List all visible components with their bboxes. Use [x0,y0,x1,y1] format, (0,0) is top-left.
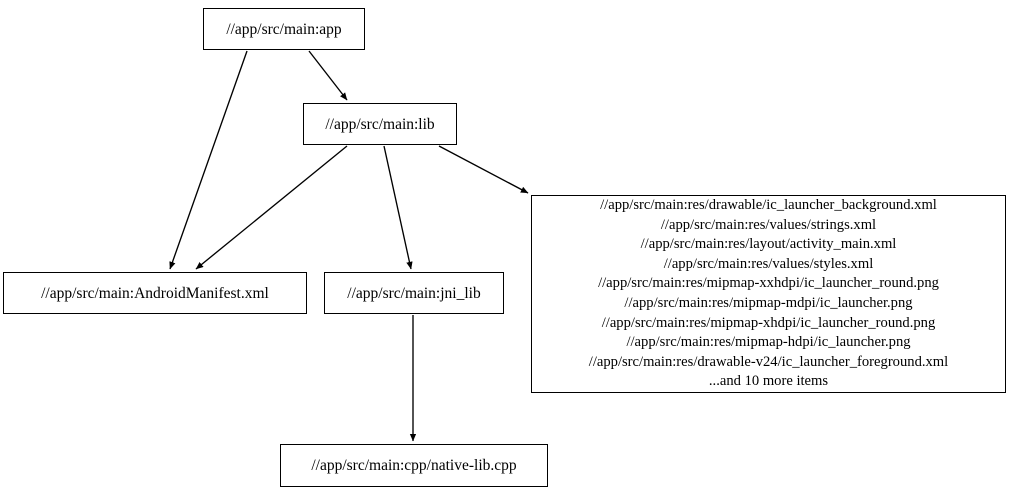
node-lib-label: //app/src/main:lib [325,115,435,133]
node-android-manifest[interactable]: //app/src/main:AndroidManifest.xml [3,272,307,314]
node-resources-cluster[interactable]: //app/src/main:res/drawable/ic_launcher_… [531,195,1006,393]
node-jni-lib[interactable]: //app/src/main:jni_lib [324,272,504,314]
node-native-lib-cpp[interactable]: //app/src/main:cpp/native-lib.cpp [280,444,548,487]
edge-app-to-lib [308,50,348,101]
node-app-label: //app/src/main:app [226,20,342,38]
edge-lib-to-resources [438,145,529,194]
edge-lib-to-manifest [195,145,348,270]
node-app[interactable]: //app/src/main:app [203,8,365,50]
edge-app-to-manifest [169,50,248,270]
edge-lib-to-jni-lib [383,145,413,270]
node-lib[interactable]: //app/src/main:lib [303,103,457,145]
node-native-lib-cpp-label: //app/src/main:cpp/native-lib.cpp [311,457,517,474]
node-android-manifest-label: //app/src/main:AndroidManifest.xml [41,284,269,302]
node-jni-lib-label: //app/src/main:jni_lib [347,284,481,302]
node-resources-cluster-label: //app/src/main:res/drawable/ic_launcher_… [588,197,949,390]
